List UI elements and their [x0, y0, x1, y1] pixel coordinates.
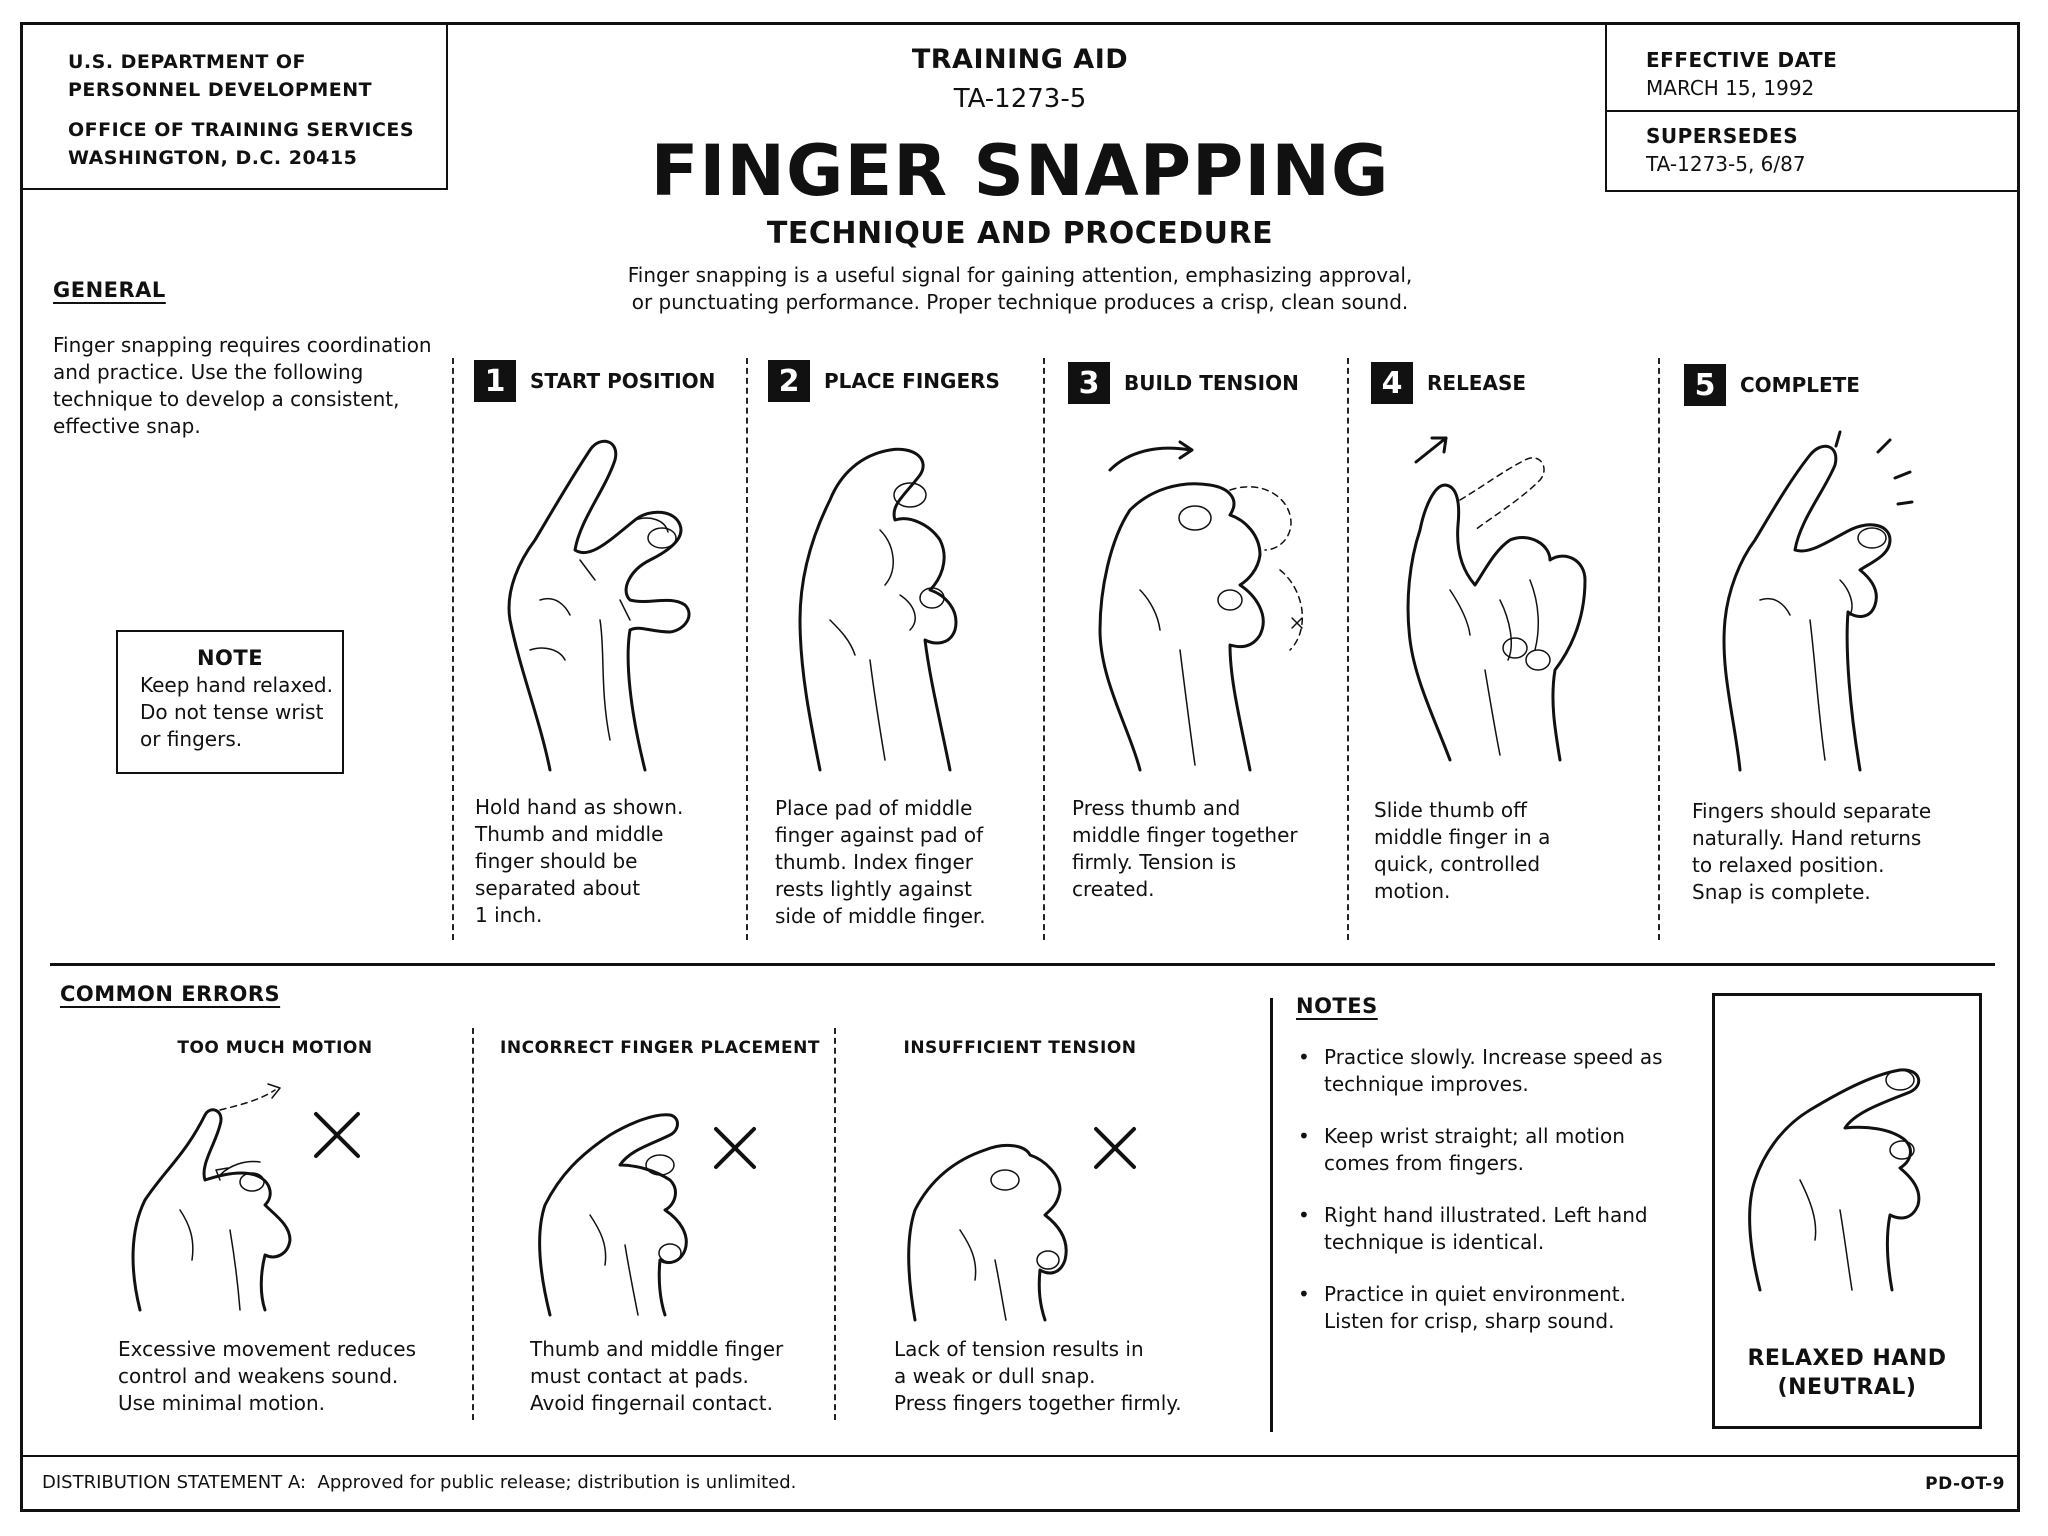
page-title: FINGER SNAPPING: [650, 130, 1390, 212]
intro-text: Finger snapping is a useful signal for g…: [560, 262, 1480, 316]
step-1-title: START POSITION: [530, 369, 716, 393]
step-5-description: Fingers should separate naturally. Hand …: [1692, 799, 1932, 904]
note-item-1: Practice slowly. Increase speed as techn…: [1294, 1044, 1674, 1098]
intro-line-2: or punctuating performance. Proper techn…: [631, 290, 1409, 314]
step-1-description: Hold hand as shown. Thumb and middle fin…: [475, 795, 684, 927]
notes-divider: [1270, 998, 1273, 1432]
training-aid-label: TRAINING AID: [911, 44, 1129, 75]
common-errors-heading: COMMON ERRORS: [60, 982, 281, 1006]
note-item-4: Practice in quiet environment. Listen fo…: [1294, 1281, 1674, 1335]
error-2-title: INCORRECT FINGER PLACEMENT: [500, 1038, 820, 1058]
notes-heading: NOTES: [1296, 994, 1378, 1018]
note-box: NOTE Keep hand relaxed. Do not tense wri…: [116, 630, 344, 774]
office-line-2: WASHINGTON, D.C. 20415: [68, 147, 358, 169]
step-divider-2: [746, 358, 748, 940]
step-1-hand-illustration: [507, 439, 691, 772]
relaxed-hand-box: [1712, 993, 1982, 1429]
note-item-3: Right hand illustrated. Left hand techni…: [1294, 1202, 1674, 1256]
general-heading: GENERAL: [53, 278, 166, 302]
step-4-hand-illustration: [1406, 436, 1587, 762]
notes-list: Practice slowly. Increase speed as techn…: [1294, 1044, 1674, 1360]
agency-name: U.S. DEPARTMENT OF PERSONNEL DEVELOPMENT: [68, 48, 372, 104]
effective-label: EFFECTIVE DATE: [1646, 48, 1838, 72]
effective-box: [1605, 22, 2020, 192]
error-1-title: TOO MUCH MOTION: [177, 1038, 373, 1058]
section-divider: [50, 963, 1995, 966]
step-1-header: 1 START POSITION: [474, 360, 715, 402]
step-4-number: 4: [1371, 362, 1413, 404]
step-divider-5: [1658, 358, 1660, 940]
step-2-header: 2 PLACE FINGERS: [768, 360, 1000, 402]
step-5-title: COMPLETE: [1740, 373, 1860, 397]
step-divider-3: [1043, 358, 1045, 940]
error-3-hand-illustration: [907, 1143, 1068, 1322]
error-divider-2: [834, 1028, 836, 1420]
supersedes-value: TA-1273-5, 6/87: [1646, 152, 1806, 176]
page-subtitle: TECHNIQUE AND PROCEDURE: [766, 216, 1274, 251]
effective-value: MARCH 15, 1992: [1646, 76, 1815, 100]
general-text: Finger snapping requires coordination an…: [53, 333, 432, 438]
form-code: PD-OT-9: [1925, 1474, 2005, 1494]
page-border: [20, 22, 2020, 1512]
step-3-number: 3: [1068, 362, 1110, 404]
doc-number: TA-1273-5: [953, 84, 1087, 114]
error-1-wrong-icon: [314, 1112, 360, 1158]
footer-divider: [20, 1455, 2020, 1457]
effective-divider: [1605, 110, 2020, 112]
step-divider-1: [452, 358, 454, 940]
step-4-description: Slide thumb off middle finger in a quick…: [1374, 798, 1551, 903]
error-3-wrong-icon: [1094, 1127, 1136, 1169]
step-3-hand-illustration: [1098, 440, 1303, 772]
agency-box: [20, 22, 448, 190]
step-2-title: PLACE FINGERS: [824, 369, 1000, 393]
relaxed-hand-line-2: (NEUTRAL): [1777, 1375, 1917, 1400]
step-2-hand-illustration: [798, 447, 958, 772]
distribution-statement: DISTRIBUTION STATEMENT A: Approved for p…: [42, 1472, 796, 1493]
error-2-wrong-icon: [714, 1127, 756, 1169]
error-3-title: INSUFFICIENT TENSION: [903, 1038, 1137, 1058]
step-2-description: Place pad of middle finger against pad o…: [775, 796, 986, 928]
step-5-hand-illustration: [1722, 430, 1914, 772]
step-divider-4: [1347, 358, 1349, 940]
error-1-hand-illustration: [131, 1083, 292, 1312]
distribution-label: DISTRIBUTION STATEMENT A:: [42, 1472, 307, 1493]
relaxed-hand-illustration: [1748, 1068, 1921, 1292]
note-item-2: Keep wrist straight; all motion comes fr…: [1294, 1123, 1674, 1177]
step-1-number: 1: [474, 360, 516, 402]
error-3-description: Lack of tension results in a weak or dul…: [894, 1337, 1182, 1415]
error-2-description: Thumb and middle finger must contact at …: [530, 1337, 784, 1415]
step-4-title: RELEASE: [1427, 371, 1527, 395]
distribution-text: Approved for public release; distributio…: [317, 1472, 797, 1493]
relaxed-hand-caption: RELAXED HAND (NEUTRAL): [1712, 1344, 1982, 1402]
supersedes: SUPERSEDES TA-1273-5, 6/87: [1646, 122, 1806, 178]
relaxed-hand-line-1: RELAXED HAND: [1747, 1346, 1947, 1371]
step-5-header: 5 COMPLETE: [1684, 364, 1860, 406]
step-2-number: 2: [768, 360, 810, 402]
step-3-title: BUILD TENSION: [1124, 371, 1299, 395]
agency-line-1: U.S. DEPARTMENT OF: [68, 51, 307, 73]
note-text: Keep hand relaxed. Do not tense wrist or…: [140, 673, 333, 751]
step-4-header: 4 RELEASE: [1371, 362, 1526, 404]
office-line-1: OFFICE OF TRAINING SERVICES: [68, 119, 415, 141]
step-5-number: 5: [1684, 364, 1726, 406]
step-3-header: 3 BUILD TENSION: [1068, 362, 1299, 404]
error-1-description: Excessive movement reduces control and w…: [118, 1337, 417, 1415]
error-divider-1: [472, 1028, 474, 1420]
error-2-hand-illustration: [538, 1113, 688, 1317]
office-name: OFFICE OF TRAINING SERVICES WASHINGTON, …: [68, 116, 414, 172]
note-heading: NOTE: [196, 646, 264, 670]
step-3-description: Press thumb and middle finger together f…: [1072, 796, 1298, 901]
effective-date: EFFECTIVE DATE MARCH 15, 1992: [1646, 46, 1837, 102]
intro-line-1: Finger snapping is a useful signal for g…: [627, 263, 1413, 287]
supersedes-label: SUPERSEDES: [1646, 124, 1799, 148]
agency-line-2: PERSONNEL DEVELOPMENT: [68, 79, 373, 101]
